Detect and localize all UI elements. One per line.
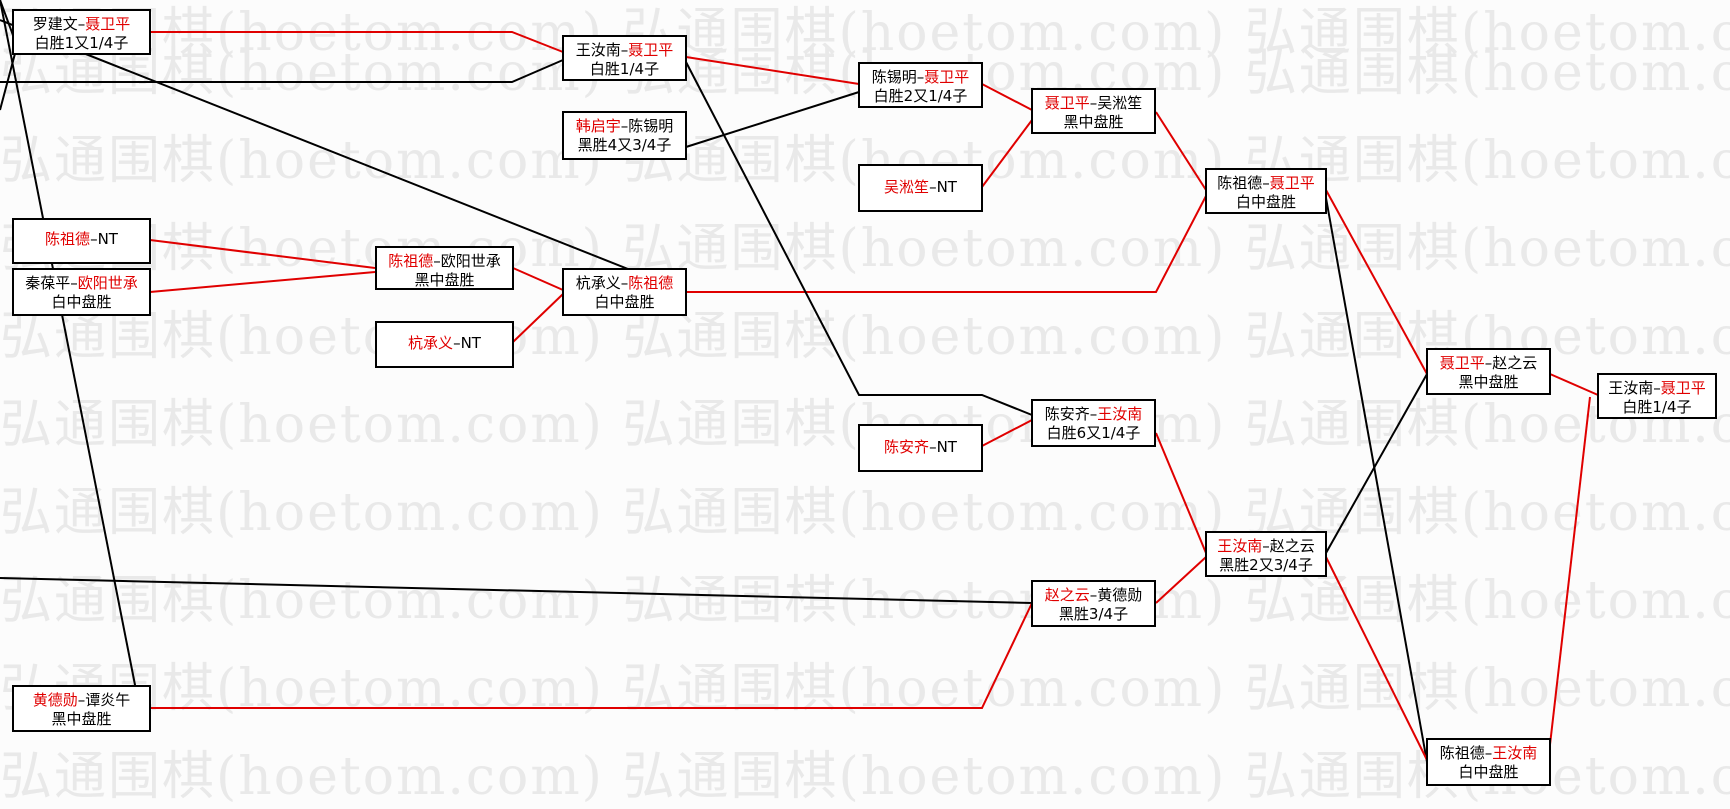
match-box[interactable]: 黄德勋–谭炎午 黑中盘胜 <box>12 685 151 732</box>
match-result: 黑胜4又3/4子 <box>577 136 672 154</box>
match-players: 黄德勋–谭炎午 <box>32 691 131 709</box>
match-result: 白中盘胜 <box>594 293 655 311</box>
match-box[interactable]: 聂卫平–赵之云 黑中盘胜 <box>1426 348 1551 395</box>
match-result: 白胜1/4子 <box>589 60 660 78</box>
match-players: 杭承义–NT <box>408 334 481 352</box>
bracket-line <box>0 0 137 691</box>
bracket-line <box>981 419 1033 447</box>
match-players: 赵之云–黄德勋 <box>1044 586 1143 604</box>
bracket-line <box>686 195 1207 293</box>
match-players: 吴淞笙–NT <box>884 178 957 196</box>
match-players: 聂卫平–吴淞笙 <box>1044 94 1143 112</box>
match-result: 黑中盘胜 <box>51 710 112 728</box>
match-box[interactable]: 陈祖德–欧阳世承 黑中盘胜 <box>375 246 514 290</box>
match-players: 陈祖德–王汝南 <box>1439 744 1538 762</box>
bracket-line <box>1155 432 1207 554</box>
match-box[interactable]: 陈锡明–聂卫平 白胜2又1/4子 <box>858 62 983 108</box>
match-box[interactable]: 韩启宇–陈锡明 黑胜4又3/4子 <box>562 111 687 160</box>
bracket-line <box>685 61 1033 416</box>
bracket-line <box>1155 556 1207 604</box>
match-players: 王汝南–赵之云 <box>1217 537 1315 555</box>
match-box[interactable]: 聂卫平–吴淞笙 黑中盘胜 <box>1031 88 1156 134</box>
match-box[interactable]: 杭承义–陈祖德 白中盘胜 <box>562 268 687 316</box>
bracket-line <box>512 267 564 291</box>
match-players: 杭承义–陈祖德 <box>575 274 674 292</box>
match-result: 白胜1/4子 <box>1622 398 1692 416</box>
match-result: 黑中盘胜 <box>414 271 475 289</box>
bracket-line <box>0 59 564 83</box>
bracket-line <box>1325 373 1428 554</box>
match-result: 白胜2又1/4子 <box>873 87 968 105</box>
bracket-line <box>1325 197 1428 763</box>
bracket-line <box>981 83 1033 111</box>
bracket-line <box>0 577 1033 604</box>
match-players: 陈锡明–聂卫平 <box>871 68 970 86</box>
match-result: 白胜1又1/4子 <box>34 34 129 52</box>
match-result: 黑胜3/4子 <box>1058 605 1129 623</box>
match-box[interactable]: 赵之云–黄德勋 黑胜3/4子 <box>1031 580 1156 627</box>
bracket-line <box>149 271 376 293</box>
match-players: 陈祖德–欧阳世承 <box>388 252 501 270</box>
bracket-line <box>685 56 860 85</box>
match-box[interactable]: 罗建文–聂卫平 白胜1又1/4子 <box>12 9 151 55</box>
match-box[interactable]: 王汝南–聂卫平 白胜1/4子 <box>562 35 687 81</box>
match-players: 王汝南–聂卫平 <box>575 41 674 59</box>
bracket-line <box>981 119 1033 188</box>
match-box[interactable]: 吴淞笙–NT <box>858 164 983 212</box>
match-box[interactable]: 杭承义–NT <box>375 321 514 368</box>
bracket-line <box>685 91 860 148</box>
bracket-line <box>150 602 1033 709</box>
match-result: 黑中盘胜 <box>1458 373 1519 391</box>
match-box[interactable]: 王汝南–聂卫平 白胜1/4子 <box>1597 373 1717 419</box>
match-players: 聂卫平–赵之云 <box>1439 354 1538 372</box>
bracket-line <box>1547 396 1591 763</box>
match-result: 白胜6又1/4子 <box>1046 424 1141 442</box>
bracket-line <box>149 239 376 269</box>
match-result: 白中盘胜 <box>51 293 112 311</box>
match-result: 白中盘胜 <box>1458 763 1519 781</box>
match-players: 秦葆平–欧阳世承 <box>25 274 138 292</box>
match-box[interactable]: 陈祖德–聂卫平 白中盘胜 <box>1205 168 1327 214</box>
bracket-line <box>1325 189 1428 375</box>
match-box[interactable]: 陈祖德–NT <box>12 218 151 264</box>
bracket-line <box>1549 373 1599 396</box>
match-players: 陈安齐–NT <box>884 438 957 456</box>
bracket-line <box>150 31 564 53</box>
bracket-line <box>0 19 687 293</box>
bracket-line <box>1155 111 1207 191</box>
match-players: 王汝南–聂卫平 <box>1608 379 1706 397</box>
match-players: 韩启宇–陈锡明 <box>575 117 674 135</box>
match-box[interactable]: 陈安齐–NT <box>858 424 983 472</box>
match-result: 黑胜2又3/4子 <box>1219 556 1313 574</box>
bracket-line <box>1325 556 1428 761</box>
match-players: 陈安齐–王汝南 <box>1044 405 1143 423</box>
match-box[interactable]: 王汝南–赵之云 黑胜2又3/4子 <box>1205 531 1327 577</box>
match-result: 黑中盘胜 <box>1063 113 1124 131</box>
match-result: 白中盘胜 <box>1235 193 1296 211</box>
match-players: 陈祖德–NT <box>45 230 118 248</box>
match-box[interactable]: 秦葆平–欧阳世承 白中盘胜 <box>12 268 151 316</box>
bracket-line <box>512 293 564 343</box>
match-players: 罗建文–聂卫平 <box>32 15 131 33</box>
match-box[interactable]: 陈祖德–王汝南 白中盘胜 <box>1426 738 1551 786</box>
match-box[interactable]: 陈安齐–王汝南 白胜6又1/4子 <box>1031 399 1156 447</box>
match-players: 陈祖德–聂卫平 <box>1217 174 1315 192</box>
